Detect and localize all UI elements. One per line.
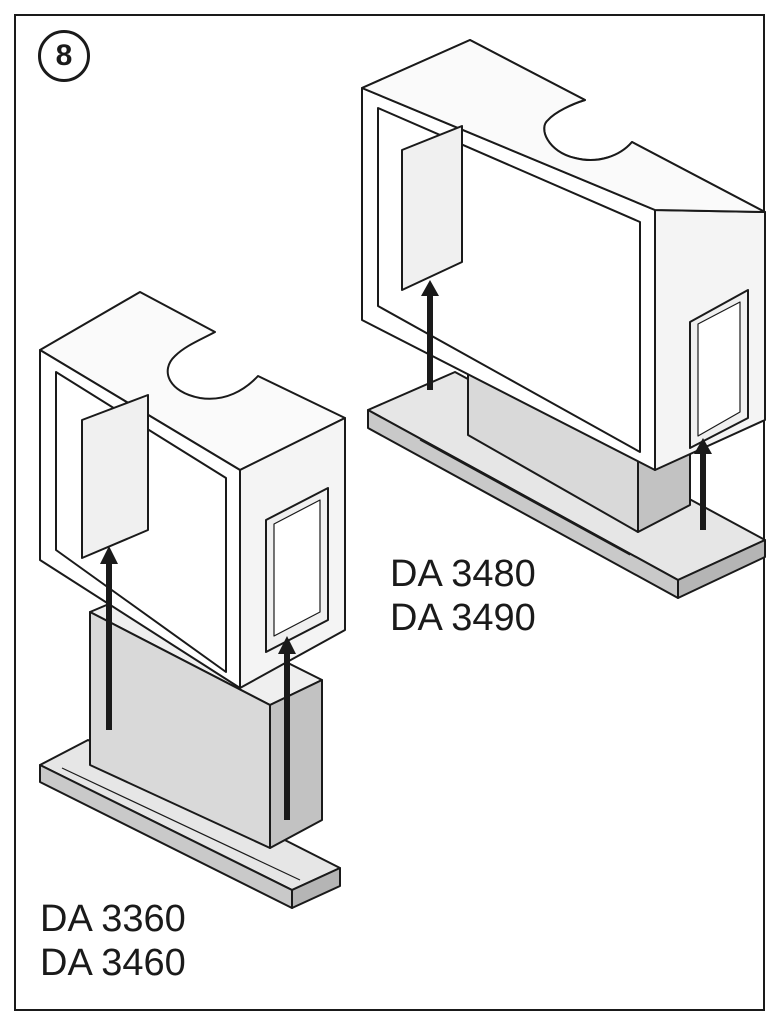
- step-number: 8: [55, 39, 73, 72]
- step-number-badge: 8: [38, 30, 90, 82]
- left-assembly: [39, 291, 346, 909]
- model-label: DA 3490: [390, 597, 536, 639]
- right-assembly: [361, 39, 766, 599]
- right-model-labels: DA 3480 DA 3490: [390, 552, 536, 640]
- left-model-labels: DA 3360 DA 3460: [40, 897, 186, 985]
- right-cabinet-frame: [361, 39, 766, 471]
- left-cabinet-frame: [39, 291, 346, 689]
- left-arrows: [100, 546, 296, 820]
- model-label: DA 3460: [40, 942, 186, 984]
- model-label: DA 3360: [40, 898, 186, 940]
- right-arrows: [421, 280, 712, 530]
- model-label: DA 3480: [390, 553, 536, 595]
